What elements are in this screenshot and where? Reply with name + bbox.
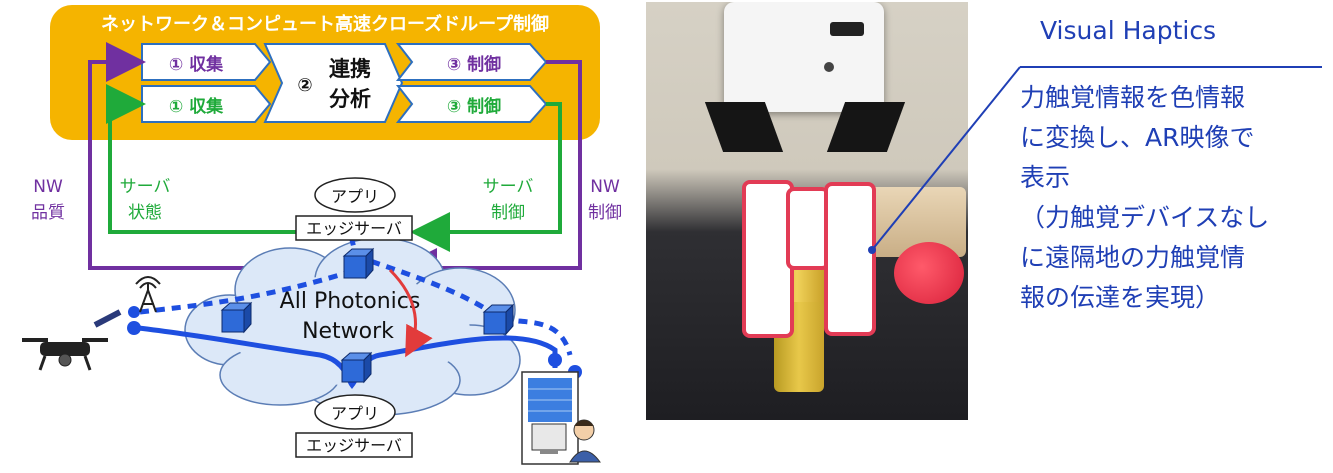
collect-label-1: ① 収集 bbox=[169, 54, 224, 75]
server-state-label-1: サーバ bbox=[120, 177, 171, 197]
server-control-label-2: 制御 bbox=[491, 203, 525, 223]
drone-icon bbox=[22, 309, 122, 371]
edge-server-top-label: エッジサーバ bbox=[306, 219, 402, 238]
caption-line-5: に遠隔地の力触覚情 bbox=[1020, 243, 1246, 272]
network-node-icon bbox=[340, 351, 373, 384]
nw-loop-arrow-out bbox=[397, 60, 582, 288]
server-loop-arrow-out bbox=[410, 102, 562, 252]
control-chevron-1 bbox=[395, 43, 548, 81]
caption-line-6: 報の伝達を実現） bbox=[1020, 283, 1221, 312]
analyze-line-1: 連携 bbox=[329, 57, 371, 81]
control-label-2: ③ 制御 bbox=[447, 96, 501, 117]
caption-title: Visual Haptics bbox=[1040, 16, 1217, 45]
haptic-overlay-left bbox=[742, 180, 794, 338]
robot-gripper-photo bbox=[646, 2, 968, 420]
diagram-canvas: ネットワーク＆コンピュート高速クローズドループ制御 ① 収集 ① 収集 ② 連携… bbox=[22, 5, 622, 465]
analyze-line-2: 分析 bbox=[329, 87, 371, 111]
building-icon bbox=[521, 371, 579, 465]
app-top-bubble bbox=[314, 177, 396, 213]
nw-quality-label-2: 品質 bbox=[31, 203, 65, 223]
server-control-label-1: サーバ bbox=[483, 177, 534, 197]
nw-quality-label-1: NW bbox=[33, 177, 63, 197]
cloud-label-1: All Photonics bbox=[280, 289, 421, 314]
control-label-1: ③ 制御 bbox=[447, 54, 501, 75]
endpoint-dot bbox=[127, 321, 141, 335]
app-bottom-bubble bbox=[314, 394, 396, 430]
endpoint-dot bbox=[548, 353, 562, 367]
callout-line bbox=[868, 66, 1322, 254]
network-node-icon bbox=[342, 247, 375, 280]
gripper-body bbox=[724, 2, 884, 112]
network-node-icon bbox=[220, 301, 253, 334]
network-node-icon bbox=[482, 303, 515, 336]
edge-server-bottom-label: エッジサーバ bbox=[306, 436, 402, 455]
gripper-slot bbox=[830, 22, 864, 36]
analyze-number: ② bbox=[297, 75, 312, 96]
caption-line-1: 力触覚情報を色情報 bbox=[1020, 83, 1246, 112]
caption-line-4: （力触覚デバイスなし bbox=[1020, 203, 1270, 232]
edge-server-top bbox=[295, 215, 413, 241]
server-loop-arrow-in bbox=[106, 84, 296, 234]
dashed-link-right bbox=[355, 253, 573, 356]
endpoint-dot bbox=[128, 306, 140, 318]
app-bottom-label: アプリ bbox=[331, 404, 379, 423]
caption-line-3: 表示 bbox=[1020, 163, 1071, 192]
server-state-label-2: 状態 bbox=[128, 203, 162, 223]
cloud-label-2: Network bbox=[302, 319, 394, 344]
operator-icon bbox=[531, 419, 601, 463]
haptic-overlay-right bbox=[824, 182, 876, 336]
reroute-arrow bbox=[388, 268, 433, 358]
gripper-indicator bbox=[824, 62, 834, 72]
nw-control-label-1: NW bbox=[590, 177, 620, 197]
app-top-label: アプリ bbox=[331, 187, 379, 206]
radio-tower-icon bbox=[135, 276, 161, 313]
collect-label-2: ① 収集 bbox=[169, 96, 224, 117]
analyze-chevron bbox=[263, 43, 404, 123]
nw-loop-arrow-in bbox=[88, 42, 320, 270]
banner-title: ネットワーク＆コンピュート高速クローズドループ制御 bbox=[101, 13, 549, 35]
control-chevron-2 bbox=[395, 85, 548, 123]
red-wheel bbox=[894, 242, 964, 304]
caption-line-2: に変換し、AR映像で bbox=[1020, 123, 1255, 152]
edge-server-bottom bbox=[295, 432, 413, 458]
nw-control-label-2: 制御 bbox=[588, 203, 622, 223]
dashed-link-left bbox=[139, 267, 357, 315]
